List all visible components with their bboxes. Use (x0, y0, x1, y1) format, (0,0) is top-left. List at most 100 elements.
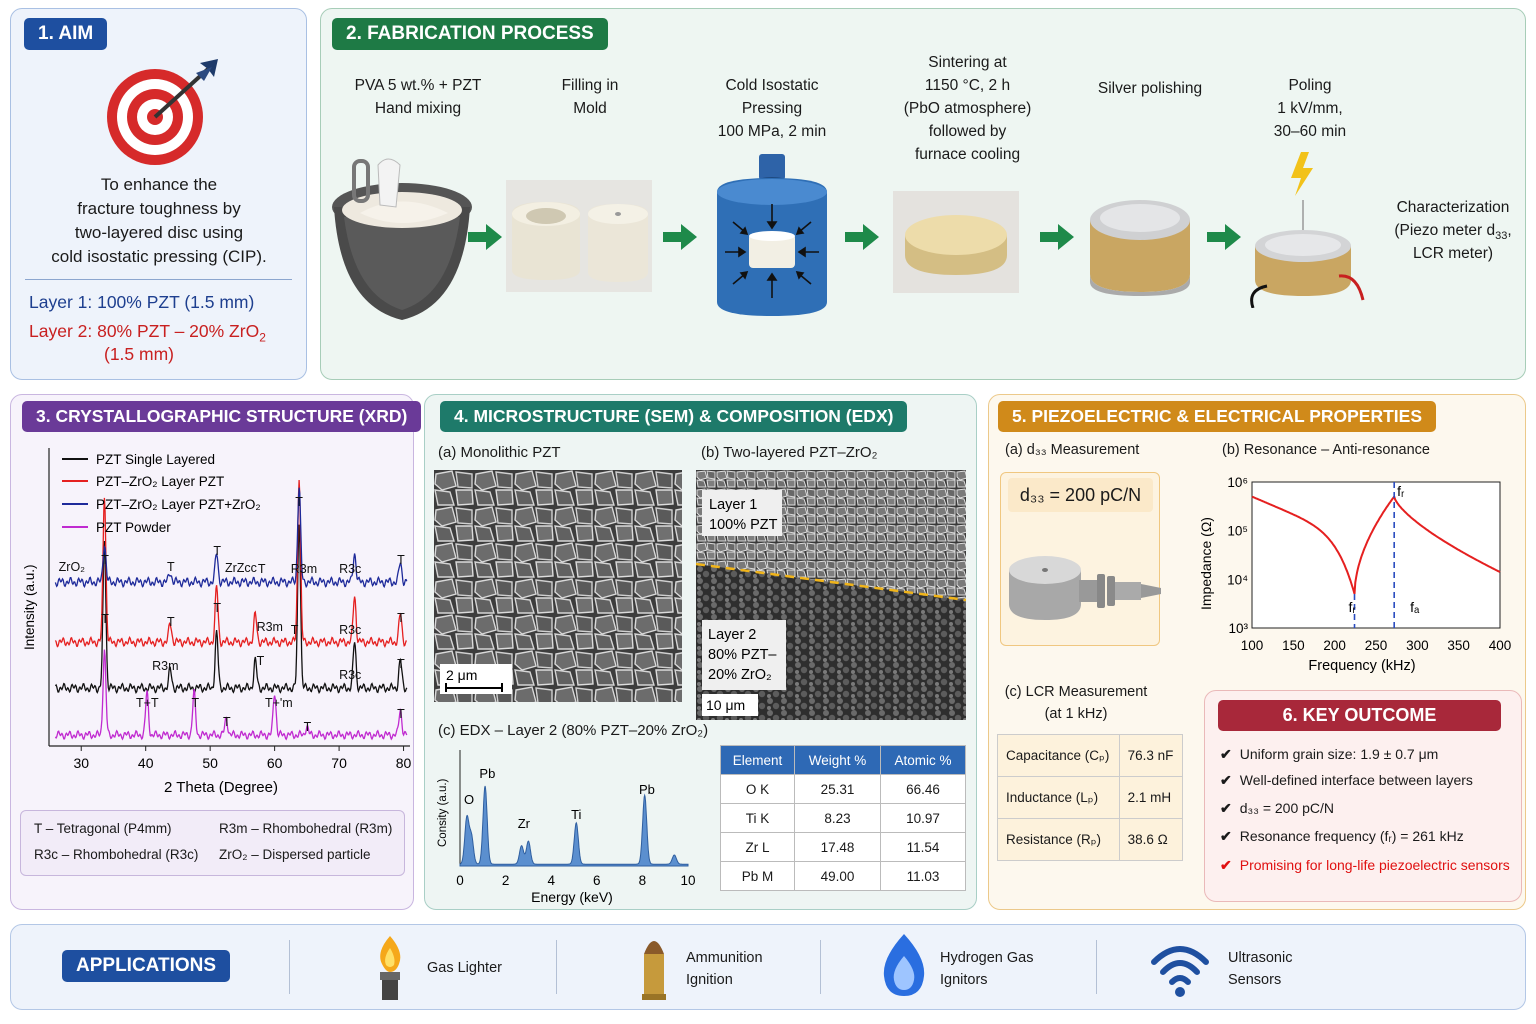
edx-th-element: Element (719, 745, 796, 775)
arrow-right-icon (663, 224, 697, 250)
xrd-tick-label: 60 (267, 755, 283, 771)
check-icon: ✔ (1220, 772, 1232, 788)
edx-peak-label: Ti (571, 807, 581, 822)
xrd-peak-label: R3c (339, 623, 361, 637)
check-icon: ✔ (1220, 828, 1232, 844)
step2-label-1: Filling in (561, 77, 619, 94)
xrd-legend-1: PZT Single Layered (96, 452, 215, 467)
step7-label-3: LCR meter) (1412, 245, 1494, 262)
xrd-peak-label: T (397, 553, 405, 567)
xrd-peak-label: T (397, 707, 405, 721)
xrd-series-line (54, 524, 408, 695)
divider (289, 940, 290, 994)
key-item-2: ✔Well-defined interface between layers (1220, 772, 1473, 788)
impedance-xlabel: Frequency (kHz) (1308, 658, 1415, 674)
key-item-1: ✔Uniform grain size: 1.9 ± 0.7 μm (1220, 746, 1439, 762)
step6-label-3: 30–60 min (1273, 123, 1347, 140)
sem-b-scale: 10 μm (706, 697, 745, 713)
edx-tick-label: 2 (502, 873, 510, 888)
edx-th-weight: Weight % (794, 745, 881, 775)
hydrogen-flame-icon (883, 934, 925, 996)
aim-layer2: Layer 2: 80% PZT – 20% ZrO2 (29, 321, 266, 345)
xrd-peak-label: R3m (152, 659, 178, 673)
arrow-right-icon (1040, 224, 1074, 250)
xrd-tick-label: 80 (396, 755, 412, 771)
arrow-right-icon (845, 224, 879, 250)
applications-header: APPLICATIONS (62, 950, 231, 982)
divider (1096, 940, 1097, 994)
xrd-note-1: T – Tetragonal (P4mm) (34, 821, 172, 836)
gas-lighter-icon (380, 936, 401, 1000)
xrd-peak-label: T (397, 611, 405, 625)
table-row: Capacitance (Cₚ)76.3 nF (997, 734, 1184, 777)
key-item-3: ✔d₃₃ = 200 pC/N (1220, 800, 1335, 816)
xrd-peak-label: ZrO₂ (59, 560, 86, 574)
aim-text-2: fracture toughness by (77, 199, 241, 218)
edx-peak-label: Zr (518, 816, 531, 831)
divider (820, 940, 821, 994)
sem-layer2-label-1: Layer 2 (708, 627, 756, 643)
impedance-curve (1251, 494, 1501, 595)
step4-label-4: followed by (928, 123, 1007, 140)
xrd-peak-label: T (223, 715, 231, 729)
xrd-tick-label: 30 (73, 755, 89, 771)
fa-label: fₐ (1410, 599, 1420, 615)
app-hydrogen-2: Ignitors (940, 972, 988, 988)
xrd-peak-label: T (295, 495, 303, 509)
xrd-legend-2: PZT–ZrO₂ Layer PZT (96, 474, 224, 489)
step2-label-2: Mold (573, 100, 607, 117)
xrd-legend-4: PZT Powder (96, 520, 171, 535)
fabrication-header: 2. FABRICATION PROCESS (332, 18, 608, 50)
xrd-ylabel: Intensity (a.u.) (22, 564, 37, 650)
sem-two-layer-image: Layer 1 100% PZT Layer 2 80% PZT– 20% Zr… (696, 470, 966, 720)
mortar-pestle-icon (332, 158, 472, 320)
xrd-tick-label: 70 (331, 755, 347, 771)
impedance-ylabel: Impedance (Ω) (1198, 517, 1214, 610)
edx-peak-label: Pb (479, 766, 495, 781)
piezo-a-label: (a) d₃₃ Measurement (1005, 442, 1140, 458)
xrd-peak-label: T+'m (265, 696, 293, 710)
cip-press-icon (717, 154, 827, 316)
sem-layer2-label-3: 20% ZrO₂ (708, 667, 772, 683)
xrd-note-3: R3c – Rhombohedral (R3c) (34, 847, 199, 862)
step7-label-1: Characterization (1396, 199, 1510, 216)
step5-label: Silver polishing (1097, 80, 1203, 97)
xrd-peak-label: T (213, 601, 221, 615)
step3-label-2: Pressing (741, 100, 803, 117)
impedance-xtick: 350 (1447, 638, 1470, 653)
edx-tick-label: 6 (593, 873, 601, 888)
xrd-peak-label: R3m (291, 562, 317, 576)
sem-header: 4. MICROSTRUCTURE (SEM) & COMPOSITION (E… (440, 401, 908, 432)
sem-a-scale: 2 μm (446, 667, 477, 683)
xrd-tick-label: 50 (202, 755, 218, 771)
step3-label-1: Cold Isostatic (725, 77, 819, 94)
step4-label-1: Sintering at (928, 54, 1007, 71)
aim-text-3: two-layered disc using (74, 223, 244, 242)
divider (556, 940, 557, 994)
impedance-xtick: 400 (1489, 638, 1512, 653)
table-row: Inductance (Lₚ)2.1 mH (997, 776, 1184, 819)
impedance-xtick: 100 (1241, 638, 1264, 653)
step7-label-2: (Piezo meter d33, (1394, 222, 1512, 243)
fr-label-bottom: fᵣ (1349, 599, 1357, 615)
sem-monolithic-image: 2 μm (434, 470, 682, 702)
impedance-ytick: 10⁴ (1227, 572, 1248, 587)
edx-th-atomic: Atomic % (879, 745, 967, 775)
impedance-xtick: 300 (1406, 638, 1429, 653)
xrd-series-line (54, 487, 408, 589)
edx-tick-label: 8 (639, 873, 647, 888)
app-ultrasonic-2: Sensors (1228, 972, 1282, 988)
xrd-header: 3. CRYSTALLOGRAPHIC STRUCTURE (XRD) (22, 401, 422, 432)
xrd-legend-3: PZT–ZrO₂ Layer PZT+ZrO₂ (96, 497, 261, 512)
step3-label-3: 100 MPa, 2 min (717, 123, 827, 140)
app-ammunition-1: Ammunition (686, 950, 763, 966)
xrd-peak-label: T (167, 615, 175, 629)
edx-spectrum-area (459, 785, 689, 867)
xrd-peak-label: T (397, 657, 405, 671)
